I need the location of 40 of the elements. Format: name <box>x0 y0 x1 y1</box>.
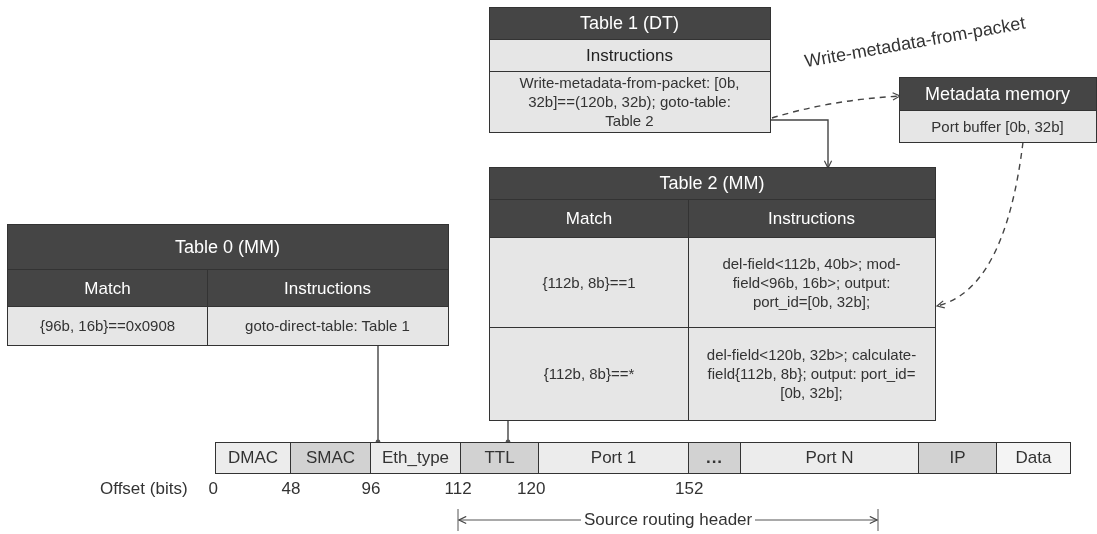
column-header: Instructions <box>207 269 448 307</box>
table-cell: goto-direct-table: Table 1 <box>207 306 448 345</box>
packet-field: Port 1 <box>538 442 689 474</box>
packet-field: SMAC <box>290 442 371 474</box>
offset-value: 0 <box>208 479 218 499</box>
column-header: Match <box>489 199 689 238</box>
dimension-label: Source routing header <box>581 510 756 530</box>
packet-field: ... <box>688 442 741 474</box>
offset-value: 112 <box>444 479 472 499</box>
table-cell: Port buffer [0b, 32b] <box>899 110 1096 142</box>
arrow <box>769 119 833 169</box>
offset-value: 48 <box>281 479 301 499</box>
memory-table <box>900 78 1096 142</box>
offset-value: 96 <box>361 479 381 499</box>
table-cell: del-field<112b, 40b>; mod-field<96b, 16b>; output: port_id=[0b, 32b]; <box>688 237 935 328</box>
arrow <box>936 141 1024 308</box>
column-header: Instructions <box>688 199 935 238</box>
table-cell: Write-metadata-from-packet: [0b, 32b]==(120b, 32b); goto-table: Table 2 <box>489 71 770 132</box>
table-cell: {112b, 8b}==* <box>489 327 689 420</box>
packet-field: DMAC <box>215 442 291 474</box>
table-title: Table 2 (MM) <box>489 167 935 200</box>
table-title: Metadata memory <box>899 77 1096 111</box>
packet-field: TTL <box>460 442 539 474</box>
table-title: Table 0 (MM) <box>7 224 448 270</box>
flow-table <box>490 168 935 420</box>
column-header: Instructions <box>489 39 770 72</box>
axis-label: Offset (bits) <box>100 479 188 499</box>
table-cell: {96b, 16b}==0x0908 <box>7 306 208 345</box>
arrow <box>771 92 901 119</box>
packet-field: Port N <box>740 442 919 474</box>
packet-field: Data <box>996 442 1071 474</box>
flow-table <box>490 8 770 132</box>
packet-field: Eth_type <box>370 442 461 474</box>
column-header: Match <box>7 269 208 307</box>
flow-table <box>8 225 448 345</box>
offset-value: 120 <box>517 479 546 499</box>
table-title: Table 1 (DT) <box>489 7 770 40</box>
table-cell: del-field<120b, 32b>; calculate-field{112b, 8b}; output: port_id=[0b, 32b]; <box>688 327 935 420</box>
packet-field: IP <box>918 442 997 474</box>
offset-value: 152 <box>675 479 704 499</box>
